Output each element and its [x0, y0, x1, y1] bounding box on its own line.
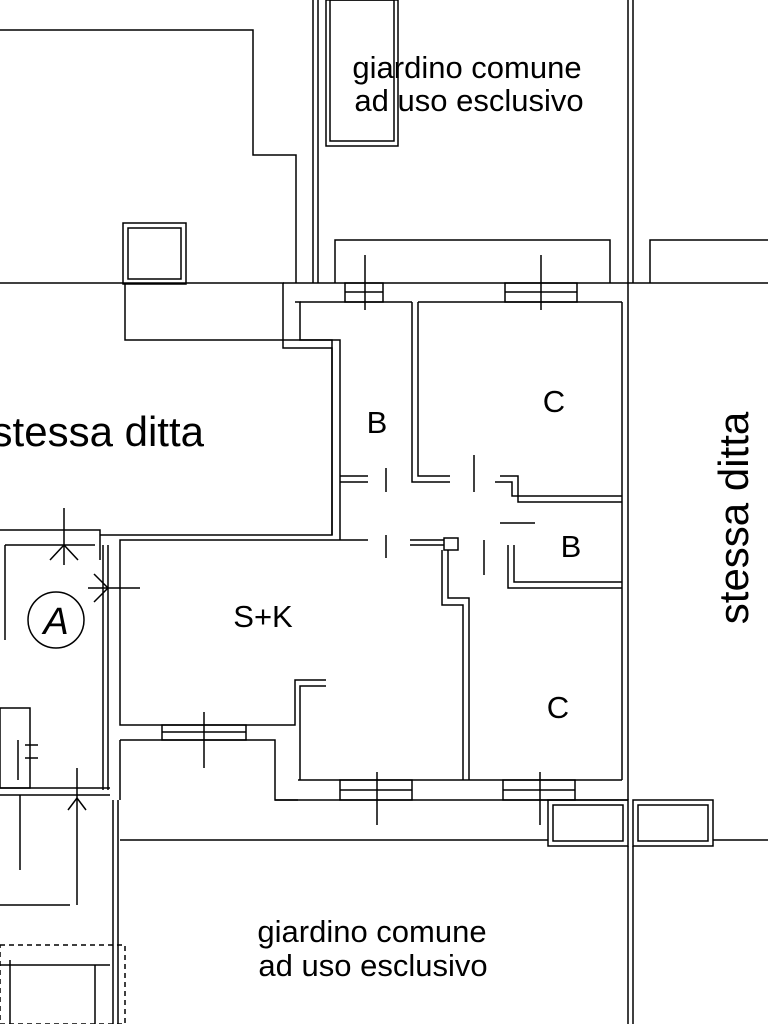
room-label-bath-lower: B	[561, 529, 582, 564]
planter-south-2	[632, 799, 714, 847]
unit-a-sym-4	[93, 573, 110, 603]
parapet-top-left	[334, 239, 611, 283]
partition-bed-lower-west	[441, 550, 464, 780]
chimney-inner	[127, 227, 182, 280]
living-wall-west	[119, 539, 340, 726]
garden-bottom-label-1: giardino comune	[257, 914, 486, 949]
unit-a-stair-lower	[0, 944, 126, 1024]
shaft	[443, 537, 459, 551]
planter-south-1	[547, 799, 629, 847]
living-wall-south-west	[120, 739, 298, 801]
room-label-bedroom-lower: C	[547, 690, 569, 725]
unit-a-stair	[0, 707, 31, 789]
room-label-bath-upper: B	[367, 405, 388, 440]
garden-top-label-1: giardino comune	[352, 50, 581, 85]
partition-bed-upper-south-2	[500, 475, 622, 503]
planter-south-2-inner	[637, 804, 709, 842]
planter-south-1-inner	[552, 804, 624, 842]
unit-marker-label: A	[41, 601, 68, 643]
partition-bed-lower-west-2	[447, 550, 470, 780]
partition-bath-lower-2	[513, 545, 622, 583]
neighbor-left-label: stessa ditta	[0, 408, 205, 455]
unit-a-arrow-head	[67, 796, 87, 811]
parapet-top-right	[649, 239, 768, 283]
wall-north-outer	[282, 283, 333, 535]
unit-a-sym-2	[49, 543, 79, 561]
planter-top-inner	[329, 0, 395, 142]
unit-a-marker-circle	[27, 591, 85, 649]
living-wall-west-2	[299, 685, 326, 780]
partition-bath-bed-upper-2	[417, 302, 450, 477]
wall-north-inner	[295, 301, 341, 540]
planter-top	[325, 0, 399, 147]
neighbor-right-label: stessa ditta	[710, 411, 757, 624]
partition-bath-lower	[507, 545, 622, 589]
garden-bottom-label-2: ad uso esclusivo	[258, 948, 487, 983]
partition-bath-bed-upper	[411, 302, 450, 483]
room-label-living-kitchen: S+K	[233, 599, 293, 634]
partition-bed-upper-south	[495, 481, 622, 497]
room-label-bedroom-upper: C	[543, 384, 565, 419]
chimney-outer	[122, 222, 187, 285]
garden-top-label-2: ad uso esclusivo	[354, 83, 583, 118]
unit-a-wall	[0, 529, 101, 560]
neighbor-top-outline	[0, 29, 297, 283]
